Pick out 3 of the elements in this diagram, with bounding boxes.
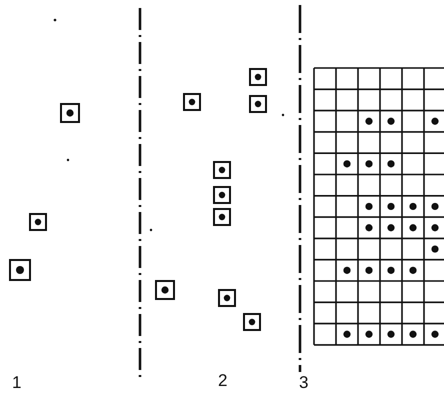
panel-number: 2	[218, 372, 228, 389]
panel-number: 3	[299, 374, 308, 391]
panel-number: 1	[12, 374, 22, 391]
